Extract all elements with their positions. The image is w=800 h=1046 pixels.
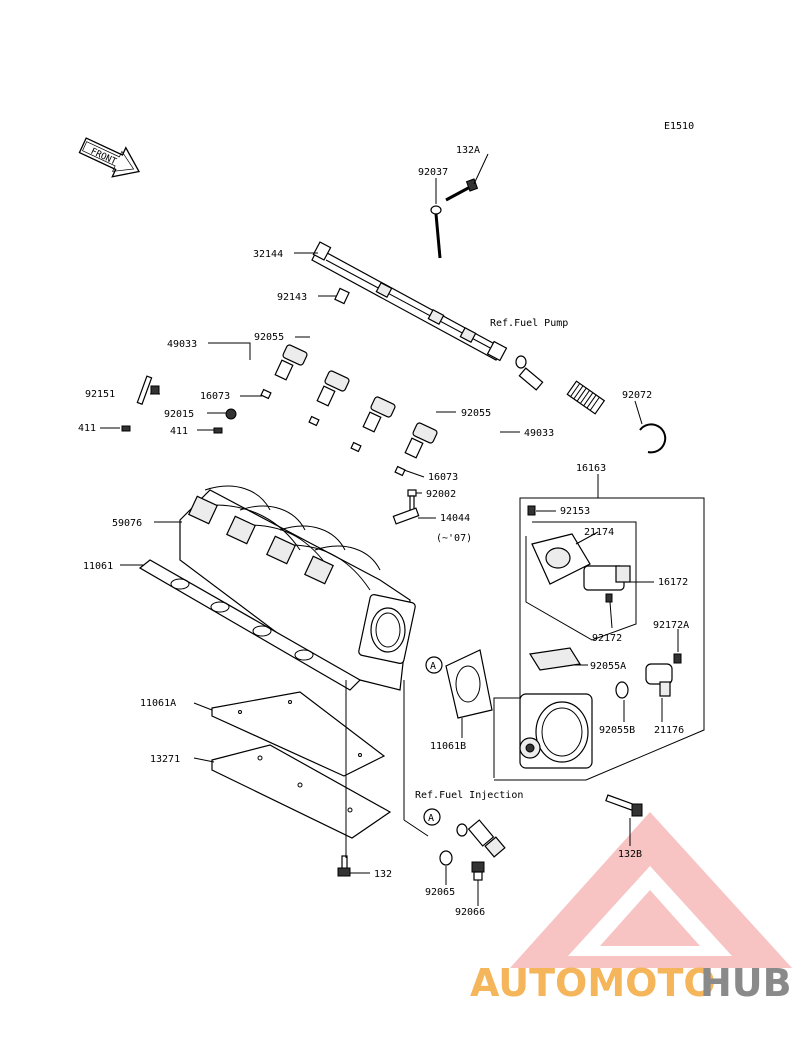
label-132A: 132A [456, 145, 480, 156]
label-92072: 92072 [622, 390, 652, 401]
leader-lines [100, 153, 679, 906]
sensor-21176 [645, 663, 673, 697]
oring-92055B [615, 681, 629, 699]
label-92153: 92153 [560, 506, 590, 517]
label-132: 132 [374, 869, 392, 880]
label-92015: 92015 [164, 409, 194, 420]
injector-3 [350, 396, 396, 453]
label-411-a: 411 [78, 423, 96, 434]
injector-1 [260, 287, 350, 400]
bolt-132 [337, 855, 351, 877]
bolt-92151 [136, 375, 160, 405]
label-92055B: 92055B [599, 725, 635, 736]
callout-a-1: A [425, 656, 443, 674]
label-92151: 92151 [85, 389, 115, 400]
label-92055A: 92055A [590, 661, 626, 672]
label-11061A: 11061A [140, 698, 176, 709]
label-16172: 16172 [658, 577, 688, 588]
bolt-92066 [471, 861, 485, 881]
label-49033-right: 49033 [524, 428, 554, 439]
gasket-11061B [445, 649, 493, 719]
clip-411-b [213, 427, 223, 434]
bolt-92015 [225, 408, 237, 420]
label-92002: 92002 [426, 489, 456, 500]
screw-92172A [673, 653, 682, 664]
throttle-body-box [493, 497, 705, 781]
callout-a-1-text: A [430, 661, 436, 672]
fuel-injection-fitting [456, 819, 506, 858]
gasket-92055A [529, 647, 581, 671]
callout-a-2: A [423, 808, 441, 826]
label-59076: 59076 [112, 518, 142, 529]
label-ref-fuel-injection: Ref.Fuel Injection [415, 790, 523, 801]
watermark-logo: AUTOMOTO HUB [470, 812, 792, 1005]
front-arrow-icon: FRONT [78, 137, 141, 178]
injector-4 [394, 422, 438, 477]
injectors [260, 287, 438, 477]
label-92055-right: 92055 [461, 408, 491, 419]
washer-92065 [439, 850, 453, 866]
screw-92153 [527, 505, 536, 516]
label-14044: 14044 [440, 513, 470, 524]
label-32144: 32144 [253, 249, 283, 260]
label-14044-note: (~'07) [436, 533, 472, 544]
clip-411-a [121, 425, 131, 432]
label-21174: 21174 [584, 527, 614, 538]
label-21176: 21176 [654, 725, 684, 736]
part-labels: 132A 92037 32144 92143 92055 49033 Ref.F… [78, 145, 689, 918]
watermark-text-automoto: AUTOMOTO [470, 961, 716, 1005]
fuel-rail [311, 241, 508, 362]
screw-92172 [605, 593, 613, 603]
intake-manifold [179, 485, 416, 691]
label-92037: 92037 [418, 167, 448, 178]
diagram-code: E1510 [664, 121, 694, 132]
watermark-text-hub: HUB [700, 961, 792, 1005]
rail-bracket-92037 [430, 178, 479, 259]
label-92172: 92172 [592, 633, 622, 644]
clip-92072 [639, 423, 667, 454]
label-16073-top: 16073 [200, 391, 230, 402]
label-92065: 92065 [425, 887, 455, 898]
label-13271: 13271 [150, 754, 180, 765]
throttle-body [519, 693, 593, 769]
valve-16172 [583, 565, 631, 591]
label-92066: 92066 [455, 907, 485, 918]
fuel-pump-connector [515, 355, 606, 415]
label-11061: 11061 [83, 561, 113, 572]
label-16073-mid: 16073 [428, 472, 458, 483]
label-411-b: 411 [170, 426, 188, 437]
injector-2 [308, 370, 350, 427]
callout-a-2-text: A [428, 813, 434, 824]
label-132B: 132B [618, 849, 642, 860]
label-92055-left: 92055 [254, 332, 284, 343]
label-ref-fuel-pump: Ref.Fuel Pump [490, 318, 568, 329]
gasket-11061 [138, 559, 361, 691]
bracket-21174 [531, 533, 591, 585]
sensor-14044 [392, 507, 420, 525]
label-16163: 16163 [576, 463, 606, 474]
bolt-92002 [407, 489, 417, 511]
label-11061B: 11061B [430, 741, 466, 752]
label-49033-left: 49033 [167, 339, 197, 350]
gasket-11061A [211, 691, 386, 777]
bolt-132B [605, 794, 643, 817]
label-92172A: 92172A [653, 620, 689, 631]
watermark-triangle-core [600, 890, 700, 946]
label-92143: 92143 [277, 292, 307, 303]
